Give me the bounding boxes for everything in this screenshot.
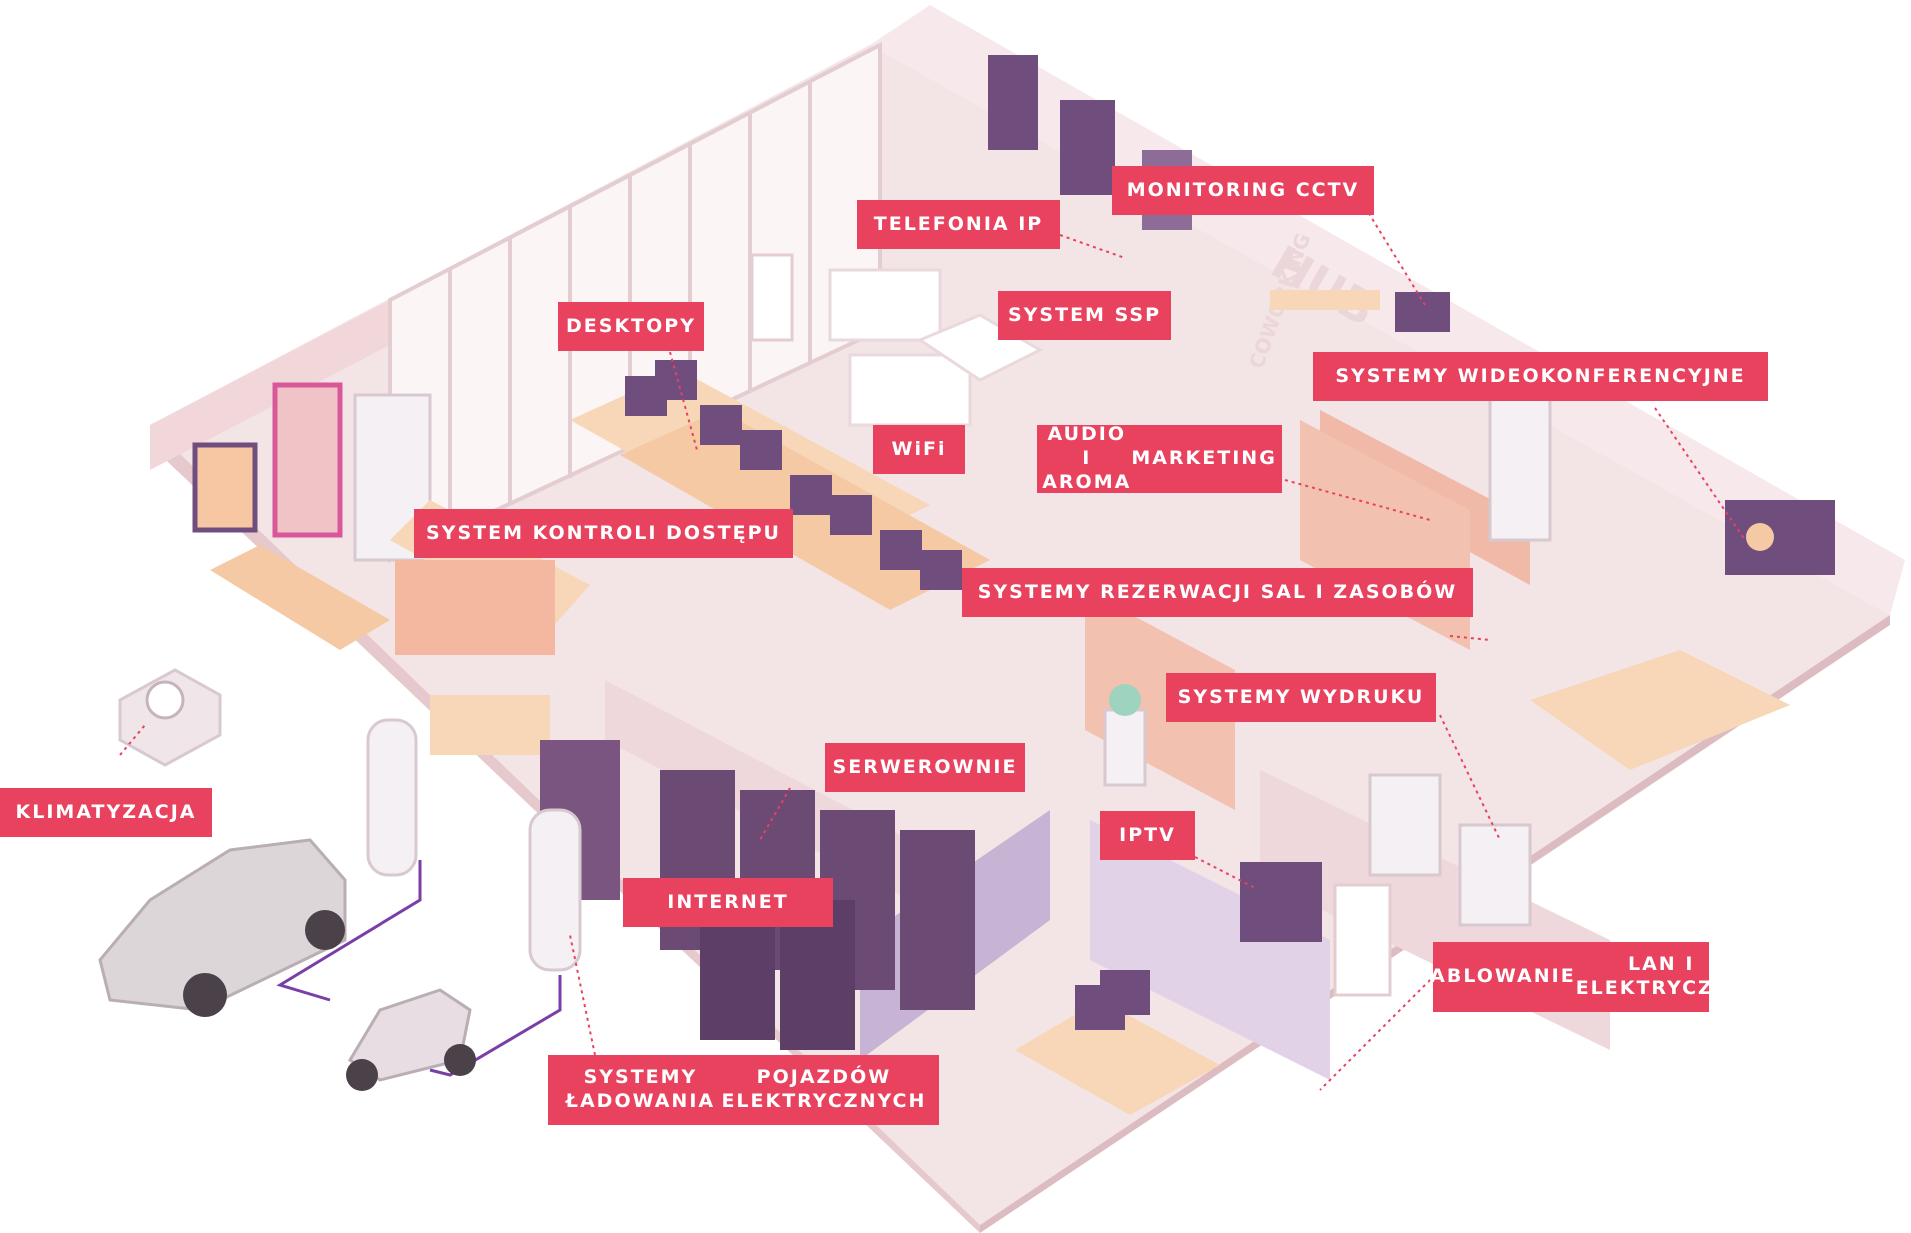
- office-room-wall: [1090, 820, 1330, 1080]
- sofa: [828, 268, 942, 342]
- label-monitoring-cctv: MONITORING CCTV: [1112, 166, 1374, 215]
- booth-wall-center: [1085, 590, 1235, 810]
- label-systemy-rezerwacji: SYSTEMY REZERWACJI SAL I ZASOBÓW: [962, 568, 1473, 617]
- kitchen-island: [210, 545, 390, 650]
- monitor: [830, 495, 872, 535]
- label-systemy-ladowania: SYSTEMY ŁADOWANIA POJAZDÓW ELEKTRYCZNYCH: [548, 1055, 939, 1125]
- lounge-area: [750, 253, 1044, 427]
- car-wheel: [305, 910, 345, 950]
- window-blinds: [1488, 393, 1552, 542]
- monitor: [920, 550, 962, 590]
- charging-cable: [276, 860, 422, 1002]
- label-klimatyzacja: KLIMATYZACJA: [0, 788, 212, 837]
- server-rack: [900, 830, 975, 1010]
- monitor: [740, 430, 782, 470]
- back-wall-right: [870, 5, 1905, 615]
- printer: [1458, 823, 1532, 927]
- label-internet: INTERNET: [623, 878, 833, 927]
- label-serwerownie: SERWEROWNIE: [825, 743, 1025, 792]
- label-audio-line1: AUDIO I AROMA: [1042, 423, 1132, 493]
- label-okablowanie: OKABLOWANIE LAN I ELEKTRYCZNE: [1395, 942, 1745, 1012]
- label-iptv: IPTV: [1100, 811, 1195, 860]
- printer: [1368, 773, 1442, 877]
- monitor: [790, 475, 832, 515]
- screen-chart: [1746, 523, 1774, 551]
- office-desk: [1015, 1000, 1220, 1115]
- meeting-room: [1270, 290, 1835, 770]
- label-ladowanie-line1: SYSTEMY ŁADOWANIA: [565, 1066, 716, 1112]
- cctv-camera: [1395, 292, 1450, 332]
- label-system-kontroli-dostepu: SYSTEM KONTROLI DOSTĘPU: [414, 509, 793, 558]
- scooter-wheel: [346, 1059, 378, 1091]
- label-audio-line2: MARKETING: [1131, 447, 1277, 470]
- scooter-wheel: [444, 1044, 476, 1076]
- charging-cable: [429, 975, 562, 1077]
- label-okablowanie-line2: LAN I ELEKTRYCZNE: [1575, 953, 1747, 999]
- small-office: [1015, 684, 1532, 1115]
- sofa: [848, 353, 972, 427]
- ev-charger: [366, 718, 418, 877]
- label-desktopy: DESKTOPY: [558, 302, 704, 351]
- meeting-table: [1530, 650, 1790, 770]
- poster-lightbulb: [988, 55, 1038, 150]
- ac-fan: [145, 680, 185, 720]
- label-audio-aroma-marketing: AUDIO I AROMA MARKETING: [1037, 423, 1282, 493]
- wall-screen-meeting: [1725, 500, 1835, 575]
- dining-table: [430, 695, 550, 755]
- label-telefonia-ip: TELEFONIA IP: [857, 200, 1060, 249]
- wall-posters: [192, 55, 1192, 538]
- poster-tools: [1060, 100, 1115, 195]
- outdoor-equipment: [98, 668, 582, 1091]
- label-system-ssp: SYSTEM SSP: [998, 291, 1171, 340]
- tv-screen-iptv: [1240, 862, 1322, 942]
- monitor: [880, 530, 922, 570]
- electric-car: [98, 838, 347, 1012]
- label-okablowanie-line1: OKABLOWANIE: [1395, 965, 1576, 988]
- electric-scooter: [347, 988, 472, 1082]
- window-left-room: [272, 382, 343, 538]
- coffee-table: [916, 313, 1044, 382]
- ev-charger: [528, 808, 582, 972]
- bookshelf: [1270, 290, 1380, 310]
- monitor: [700, 405, 742, 445]
- whiteboard-easel: [750, 253, 794, 342]
- callout-connectors: [119, 206, 1746, 1091]
- monitor: [1100, 970, 1150, 1015]
- label-ladowanie-line2: POJAZDÓW ELEKTRYCZNYCH: [721, 1066, 927, 1112]
- water-bottle: [1109, 684, 1141, 716]
- label-systemy-wydruku: SYSTEMY WYDRUKU: [1166, 673, 1436, 722]
- label-wifi: WiFi: [873, 425, 965, 474]
- back-wall-left: [150, 300, 390, 470]
- open-office-desks: [570, 360, 990, 610]
- monitor: [655, 360, 697, 400]
- whiteboard: [1333, 883, 1392, 997]
- label-systemy-wideokonferencyjne: SYSTEMY WIDEOKONFERENCYJNE: [1313, 352, 1768, 401]
- water-dispenser: [1103, 708, 1147, 787]
- kitchen-cabinets: [395, 560, 555, 655]
- painting-left: [192, 442, 258, 533]
- car-wheel: [183, 973, 227, 1017]
